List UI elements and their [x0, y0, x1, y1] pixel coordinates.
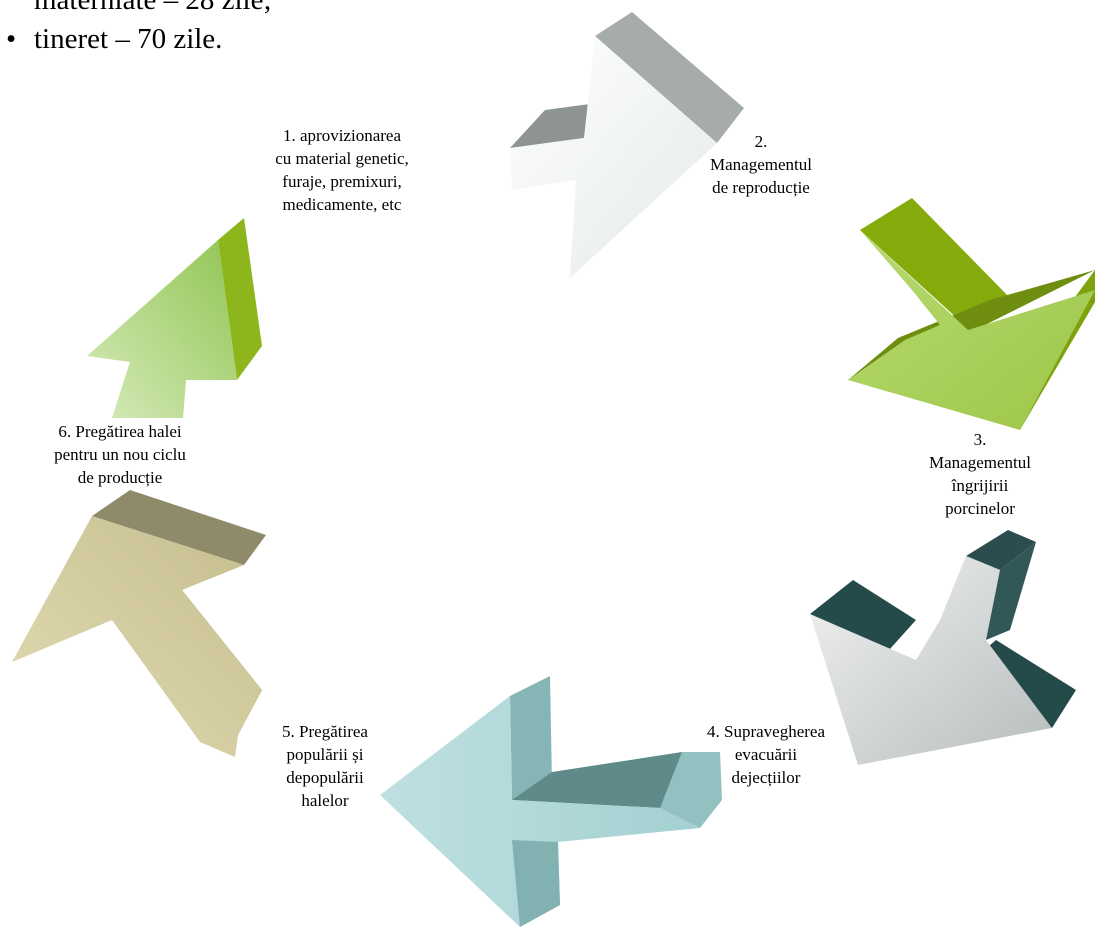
step-3-line: Managementul	[929, 453, 1031, 472]
step-6-line: pentru un nou ciclu	[54, 445, 186, 464]
step-6-label: 6. Pregătirea halei pentru un nou ciclu …	[20, 420, 220, 489]
arrow-5-bottom	[512, 840, 560, 927]
arrow-1-side	[218, 218, 262, 380]
arrow-6-body	[12, 516, 262, 757]
bullet-item: materniate – 28 zile;	[6, 0, 272, 17]
arrow-5-shaft	[512, 752, 700, 808]
step-4-label: 4. Supravegherea evacuării dejecțiilor	[686, 720, 846, 789]
bullet-text: tineret – 70 zile.	[34, 23, 223, 55]
arrow-4-wing-left	[810, 580, 916, 660]
arrow-5-top	[510, 676, 552, 800]
step-4-line: dejecțiilor	[731, 768, 801, 787]
step-5-line: populării și	[286, 745, 364, 764]
step-1-line: medicamente, etc	[282, 195, 402, 214]
step-1-line: furaje, premixuri,	[282, 172, 402, 191]
step-4-line: evacuării	[734, 745, 798, 764]
step-6-line: 6. Pregătirea halei	[58, 422, 182, 441]
step-5-line: 5. Pregătirea	[282, 722, 368, 741]
arrow-3-body	[848, 230, 1095, 430]
arrow-2-fold	[510, 104, 590, 148]
arrow-5-body	[380, 696, 700, 927]
arrow-2-icon	[510, 12, 744, 278]
step-3-line: porcinelor	[945, 499, 1015, 518]
step-3-label: 3. Managementul îngrijirii porcinelor	[900, 428, 1060, 520]
step-1-line: 1. aprovizionarea	[283, 126, 401, 145]
arrow-5-tip	[660, 752, 722, 828]
bullet-icon: •	[6, 23, 17, 55]
arrow-4-body	[810, 556, 1052, 765]
step-5-line: depopulării	[286, 768, 364, 787]
bullet-text: materniate – 28 zile;	[34, 0, 272, 16]
step-2-label: 2. Managementul de reproducție	[686, 130, 836, 199]
arrow-2-body	[510, 36, 717, 278]
step-6-line: de producție	[77, 468, 163, 487]
arrow-3-top	[860, 198, 1012, 330]
step-2-line: de reproducție	[712, 178, 810, 197]
arrow-3-icon	[848, 198, 1095, 430]
arrow-5-icon	[380, 676, 722, 927]
step-3-line: 3.	[973, 430, 987, 449]
arrow-1-body	[87, 240, 237, 418]
arrow-4-top	[966, 530, 1036, 570]
step-3-line: îngrijirii	[951, 476, 1009, 495]
arrow-4-edge	[986, 542, 1036, 640]
step-5-line: halelor	[301, 791, 349, 810]
arrow-6-top	[92, 490, 266, 565]
step-2-line: 2.	[754, 132, 768, 151]
step-5-label: 5. Pregătirea populării și depopulării h…	[250, 720, 400, 812]
arrow-6-icon	[12, 490, 266, 757]
step-2-line: Managementul	[710, 155, 812, 174]
arrow-4-icon	[810, 530, 1076, 765]
arrow-2-top	[595, 12, 744, 143]
bullet-item: • tineret – 70 zile.	[6, 22, 222, 56]
step-1-label: 1. aprovizionarea cu material genetic, f…	[236, 124, 448, 216]
arrow-1-icon	[87, 218, 262, 418]
step-1-line: cu material genetic,	[275, 149, 409, 168]
step-4-line: 4. Supravegherea	[706, 722, 825, 741]
